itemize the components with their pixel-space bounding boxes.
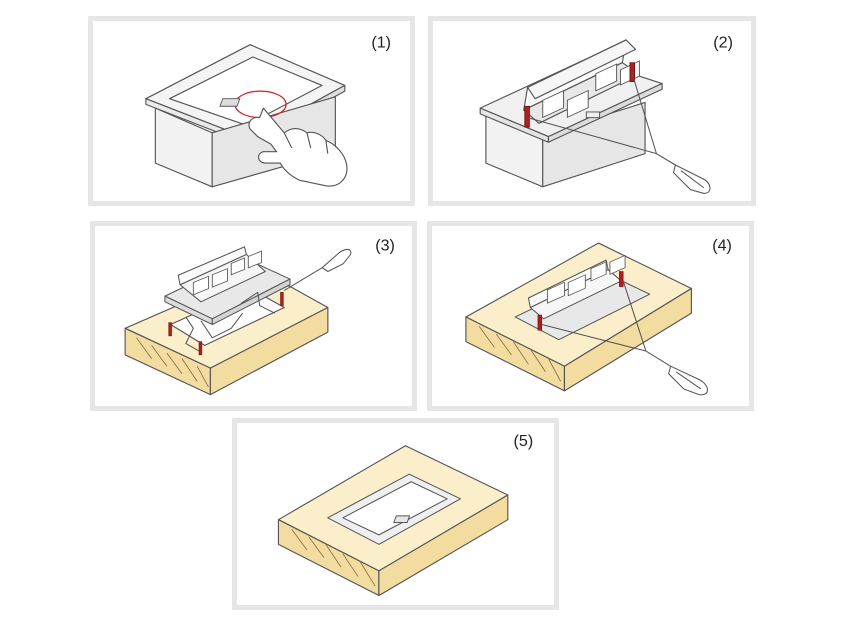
step-3-panel: (3)	[90, 221, 417, 411]
step-2-label: (2)	[713, 34, 733, 52]
step-4-illustration: (4)	[465, 237, 732, 396]
step-3-label: (3)	[375, 237, 395, 255]
screwdriver-icon	[284, 248, 352, 291]
step-5-label: (5)	[514, 432, 534, 450]
step-4-panel: (4)	[427, 221, 754, 411]
hand-icon	[248, 107, 348, 187]
screw-markers	[168, 292, 284, 356]
step-3-illustration: (3)	[124, 237, 395, 396]
screwdriver-icon	[527, 72, 711, 194]
step-1-illustration: (1)	[145, 34, 391, 188]
step-2-illustration: (2)	[479, 34, 733, 194]
step-4-label: (4)	[712, 237, 732, 255]
step-5-panel: (5)	[232, 418, 559, 610]
closed-socket-lid	[327, 473, 461, 545]
step-2-panel: (2)	[428, 16, 756, 206]
screwdriver-icon	[541, 280, 709, 396]
step-5-illustration: (5)	[277, 432, 534, 597]
step-1-label: (1)	[371, 34, 391, 52]
socket-outlets	[546, 254, 626, 304]
screw-markers	[537, 271, 624, 331]
socket-outlets	[192, 250, 262, 296]
step-1-panel: (1)	[88, 16, 415, 206]
